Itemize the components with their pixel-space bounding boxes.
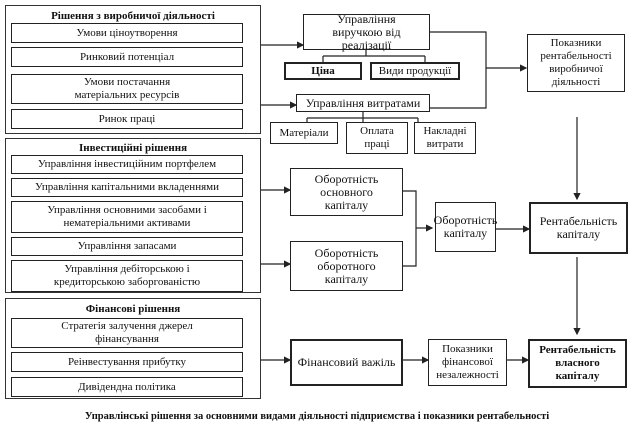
node-prod-profitability: Показники рентабельності виробничої діял… <box>527 34 625 92</box>
diagram-caption: Управлінські рішення за основними видами… <box>84 411 550 422</box>
node-price: Ціна <box>284 62 362 80</box>
group-title: Фінансові рішення <box>85 303 181 315</box>
decision-inventory: Управління запасами <box>11 237 243 256</box>
decision-dividend-policy: Дивідендна політика <box>11 377 243 397</box>
decision-labor-market: Ринок праці <box>11 109 243 129</box>
node-equity-profitability: Рентабельність власного капіталу <box>528 339 627 388</box>
decision-fixed-assets: Управління основними засобами і нематері… <box>11 201 243 233</box>
decision-market-potential: Ринковий потенціал <box>11 47 243 67</box>
decision-profit-reinvestment: Реінвестування прибутку <box>11 352 243 372</box>
decision-supply: Умови постачання матеріальних ресурсів <box>11 74 243 104</box>
node-labor-pay: Оплата праці <box>346 122 408 154</box>
node-cost-management: Управління витратами <box>296 94 430 112</box>
node-working-capital-turnover: Оборотність оборотного капіталу <box>290 241 403 291</box>
node-capital-turnover: Оборотність капіталу <box>434 202 497 252</box>
node-materials: Матеріали <box>270 122 338 144</box>
node-revenue-management: Управління виручкою від реалізації <box>303 12 430 51</box>
node-product-types: Види продукції <box>370 62 460 80</box>
node-capital-profitability: Рентабельність капіталу <box>529 202 628 254</box>
decision-receivables-payables: Управління дебіторською і кредиторською … <box>11 260 243 292</box>
node-fin-independence: Показники фінансової незалежності <box>428 339 507 386</box>
group-title: Інвестиційні рішення <box>78 142 188 154</box>
decision-investment-portfolio: Управління інвестиційним портфелем <box>11 155 243 174</box>
node-overhead: Накладні витрати <box>414 122 476 154</box>
decision-pricing: Умови ціноутворення <box>11 23 243 43</box>
decision-financing-sources: Стратегія залучення джерел фінансування <box>11 318 243 348</box>
node-financial-leverage: Фінансовий важіль <box>290 339 403 386</box>
node-fixed-capital-turnover: Оборотність основного капіталу <box>290 168 403 216</box>
group-title: Рішення з виробничої діяльності <box>51 10 215 22</box>
decision-capital-investments: Управління капітальними вкладеннями <box>11 178 243 197</box>
